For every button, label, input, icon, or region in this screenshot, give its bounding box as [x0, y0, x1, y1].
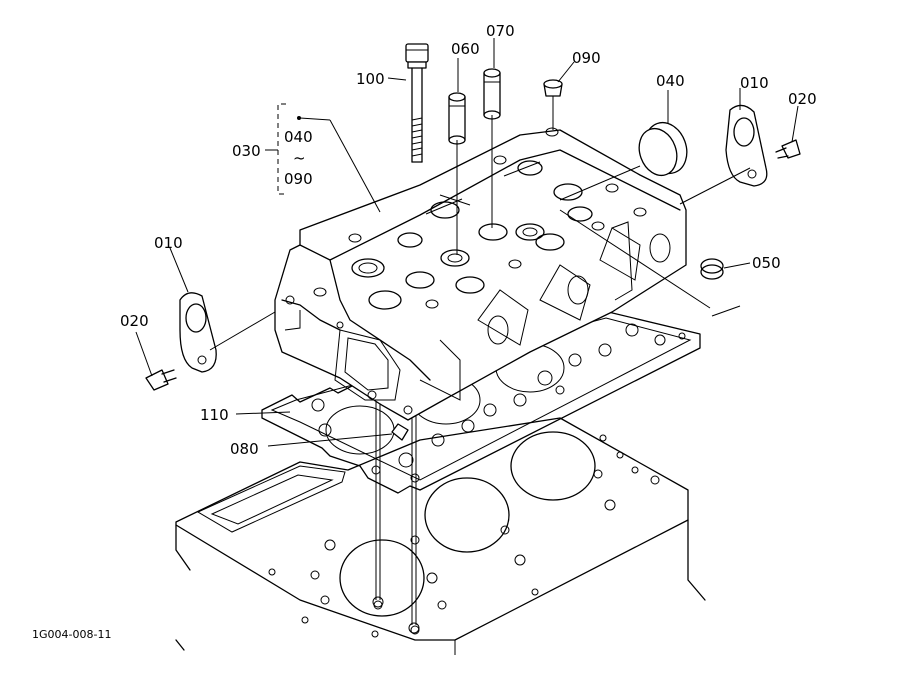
valve-guide-long — [483, 68, 501, 228]
label-020-left: 020 — [120, 312, 149, 330]
part-labels: 100 060 070 090 040 010 020 030 040 ~ 09… — [32, 22, 817, 641]
label-010-right: 010 — [740, 74, 769, 92]
cylinder-head — [274, 127, 687, 421]
bolt-left — [145, 369, 177, 391]
label-070: 070 — [486, 22, 515, 40]
dowel-pin — [391, 423, 409, 441]
engine-block — [175, 417, 706, 655]
label-050: 050 — [752, 254, 781, 272]
figure-reference: 1G004-008-11 — [32, 628, 111, 641]
label-020-right: 020 — [788, 90, 817, 108]
label-110: 110 — [200, 406, 229, 424]
seal-ring — [700, 258, 724, 280]
valve-guide — [448, 92, 466, 255]
lifting-plate-left — [179, 292, 217, 373]
cap-disc — [638, 121, 688, 177]
label-030-range-start: 040 — [284, 128, 313, 146]
leader-lines — [135, 38, 799, 447]
bolt-right — [775, 139, 801, 159]
plug — [543, 79, 563, 130]
label-100: 100 — [356, 70, 385, 88]
label-030-range-tilde: ~ — [293, 149, 306, 167]
label-030-range-end: 090 — [284, 170, 313, 188]
head-bolt — [405, 43, 429, 163]
lifting-plate-right — [725, 104, 768, 187]
head-gasket — [261, 309, 701, 494]
label-080: 080 — [230, 440, 259, 458]
label-040: 040 — [656, 72, 685, 90]
label-010-left: 010 — [154, 234, 183, 252]
label-030: 030 — [232, 142, 261, 160]
label-090: 090 — [572, 49, 601, 67]
label-060: 060 — [451, 40, 480, 58]
dowel-lines — [372, 400, 420, 634]
